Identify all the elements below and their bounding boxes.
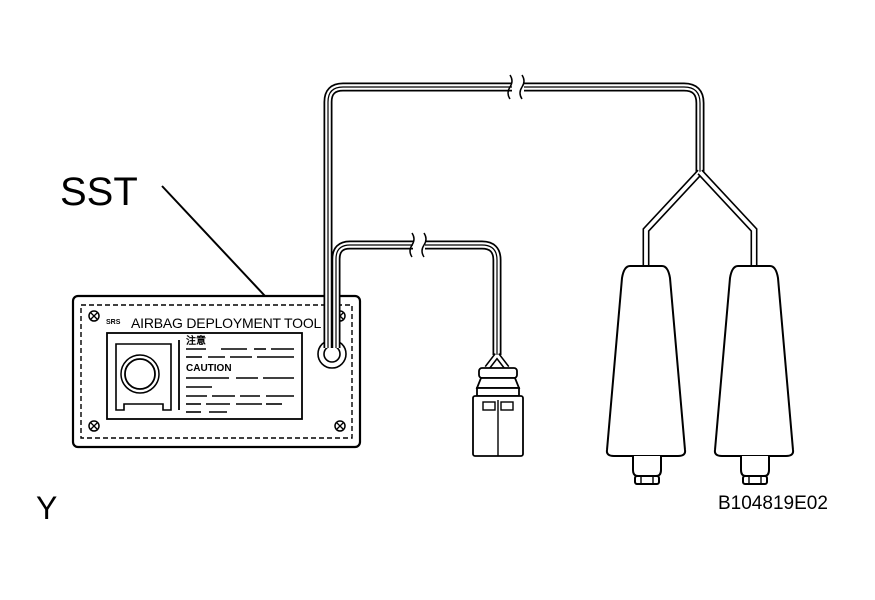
view-label: Y	[36, 490, 58, 526]
connector-cable	[331, 240, 510, 370]
figure-id: B104819E02	[718, 493, 828, 514]
cable-break-mark	[507, 74, 525, 100]
deployment-button	[115, 343, 172, 411]
sst-leader-line	[161, 185, 266, 297]
right-alligator-clip	[713, 265, 795, 485]
deployment-tool-box	[71, 294, 362, 449]
japanese-heading-text: 注意	[186, 336, 206, 347]
clip-cable	[323, 82, 758, 348]
left-alligator-clip	[605, 265, 687, 485]
cable-break-mark	[409, 232, 427, 258]
box-dashed-border	[80, 304, 353, 439]
tool-title-text: AIRBAG DEPLOYMENT TOOL	[131, 315, 322, 331]
screw-icon	[88, 420, 100, 432]
sst-label: SST	[60, 170, 138, 214]
caution-text: CAUTION	[186, 363, 232, 374]
connector-plug	[472, 367, 524, 457]
placeholder-text-lines	[186, 348, 294, 413]
screw-icon	[334, 420, 346, 432]
tool-brand-text: SRS	[106, 319, 121, 326]
screw-icon	[88, 310, 100, 322]
